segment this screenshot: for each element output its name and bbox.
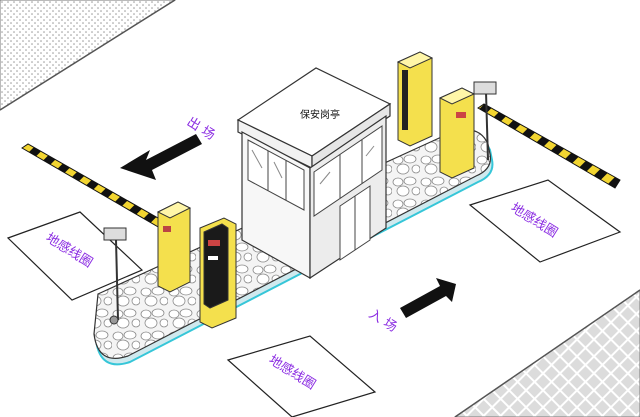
ground-loop-left: 地感线圈 xyxy=(6,211,144,301)
guard-booth-label: 保安岗亭 xyxy=(300,108,340,121)
entry-arrow-icon xyxy=(400,278,456,318)
entry-camera xyxy=(473,81,497,161)
ground-loop-right: 地感线圈 xyxy=(468,179,622,263)
exit-camera xyxy=(103,227,127,325)
exit-ticket-screen xyxy=(208,240,220,246)
exit-ticket-machine xyxy=(199,217,237,329)
entry-display-box xyxy=(396,51,434,147)
exit-arrow-icon xyxy=(120,134,202,180)
guard-booth: 保安岗亭 xyxy=(236,67,392,280)
ground-loop-bottom: 地感线圈 xyxy=(226,335,377,417)
entry-machine-indicator xyxy=(456,112,466,118)
entry-barrier xyxy=(477,103,621,189)
entry-barrier-machine xyxy=(438,87,476,179)
exit-machine-indicator xyxy=(163,226,171,232)
exit-barrier-machine xyxy=(156,201,192,293)
